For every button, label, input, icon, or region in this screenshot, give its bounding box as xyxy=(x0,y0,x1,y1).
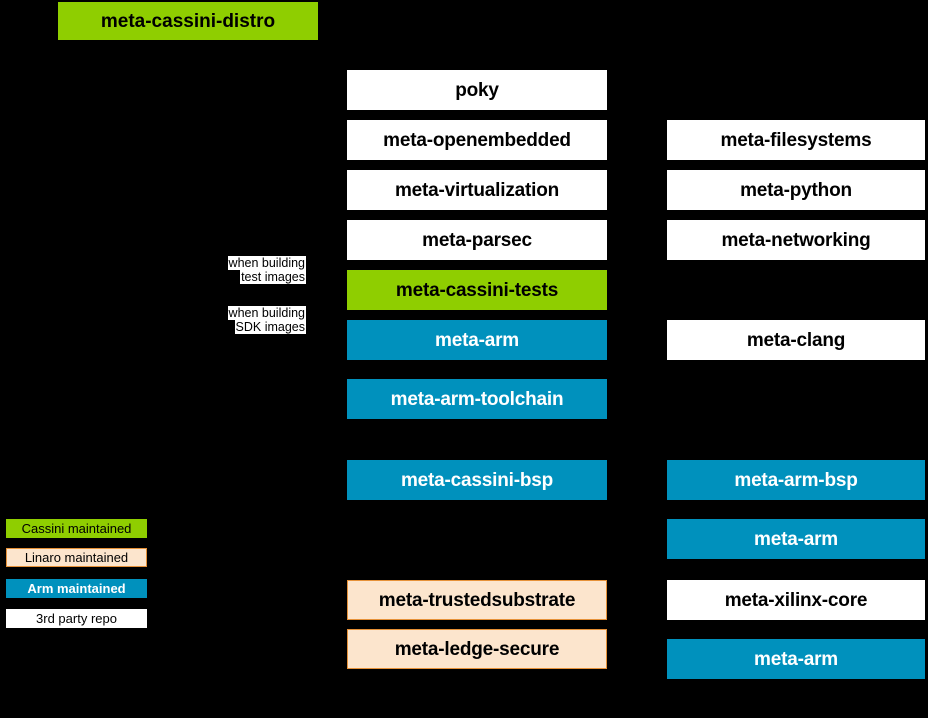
layer-box-meta-cassini-bsp[interactable]: meta-cassini-bsp xyxy=(347,460,607,500)
layer-box-meta-trustedsubstrate[interactable]: meta-trustedsubstrate xyxy=(347,580,607,620)
root-layer-meta-cassini-distro[interactable]: meta-cassini-distro xyxy=(58,2,318,40)
layer-box-meta-python[interactable]: meta-python xyxy=(667,170,925,210)
legend-item-linaro: Linaro maintained xyxy=(6,548,147,567)
layer-box-meta-networking[interactable]: meta-networking xyxy=(667,220,925,260)
layer-box-meta-arm[interactable]: meta-arm xyxy=(667,639,925,679)
layer-box-meta-arm[interactable]: meta-arm xyxy=(667,519,925,559)
layer-box-meta-parsec[interactable]: meta-parsec xyxy=(347,220,607,260)
layer-box-meta-cassini-tests[interactable]: meta-cassini-tests xyxy=(347,270,607,310)
layer-box-meta-ledge-secure[interactable]: meta-ledge-secure xyxy=(347,629,607,669)
legend-item-arm: Arm maintained xyxy=(6,579,147,598)
note-line-2: test images xyxy=(240,270,306,284)
legend-item-cassini: Cassini maintained xyxy=(6,519,147,538)
note-line-2: SDK images xyxy=(234,320,306,334)
layer-box-meta-arm-bsp[interactable]: meta-arm-bsp xyxy=(667,460,925,500)
layer-box-meta-openembedded[interactable]: meta-openembedded xyxy=(347,120,607,160)
note-line-1: when building xyxy=(227,256,306,270)
layer-box-meta-clang[interactable]: meta-clang xyxy=(667,320,925,360)
legend-item-third: 3rd party repo xyxy=(6,609,147,628)
layer-box-meta-arm-toolchain[interactable]: meta-arm-toolchain xyxy=(347,379,607,419)
note-line-1: when building xyxy=(227,306,306,320)
layer-box-poky[interactable]: poky xyxy=(347,70,607,110)
layer-box-meta-filesystems[interactable]: meta-filesystems xyxy=(667,120,925,160)
layer-box-meta-arm[interactable]: meta-arm xyxy=(347,320,607,360)
layer-box-meta-xilinx-core[interactable]: meta-xilinx-core xyxy=(667,580,925,620)
layer-box-meta-virtualization[interactable]: meta-virtualization xyxy=(347,170,607,210)
